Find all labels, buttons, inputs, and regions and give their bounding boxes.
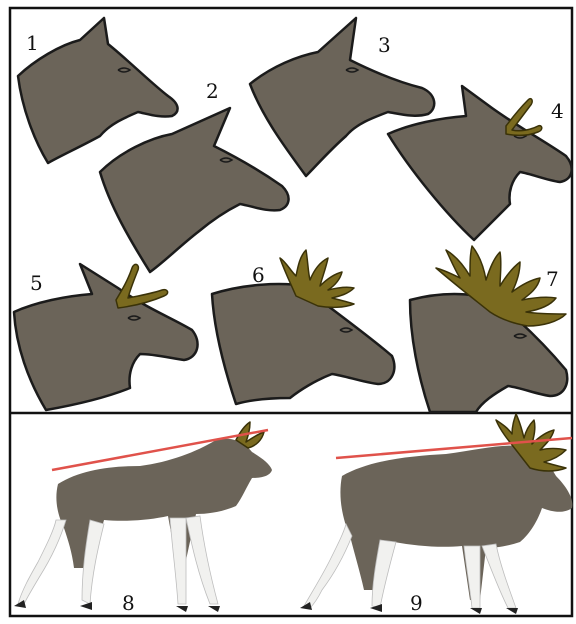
head-label-3: 3	[378, 33, 391, 57]
body-label-8: 8	[122, 591, 135, 615]
head-label-6: 6	[252, 263, 265, 287]
leg-9-back-left	[304, 524, 352, 608]
moose-body-8	[14, 422, 272, 612]
head-label-5: 5	[30, 271, 43, 295]
moose-head-6	[212, 284, 394, 404]
head-label-7: 7	[546, 267, 559, 291]
body-label-9: 9	[410, 591, 423, 615]
head-label-2: 2	[206, 79, 219, 103]
moose-body-9	[300, 414, 572, 614]
leg-8-front-left	[170, 518, 186, 604]
leg-8-front-right	[186, 516, 218, 604]
leg-9-front-left	[464, 546, 480, 608]
head-label-1: 1	[26, 31, 39, 55]
leg-9-front-right	[482, 544, 516, 608]
hooves-8	[14, 600, 220, 612]
head-label-4: 4	[551, 99, 564, 123]
hooves-9	[300, 602, 518, 614]
antler-5	[116, 264, 168, 308]
leg-8-back-left	[18, 520, 66, 604]
moose-head-2	[100, 108, 289, 272]
